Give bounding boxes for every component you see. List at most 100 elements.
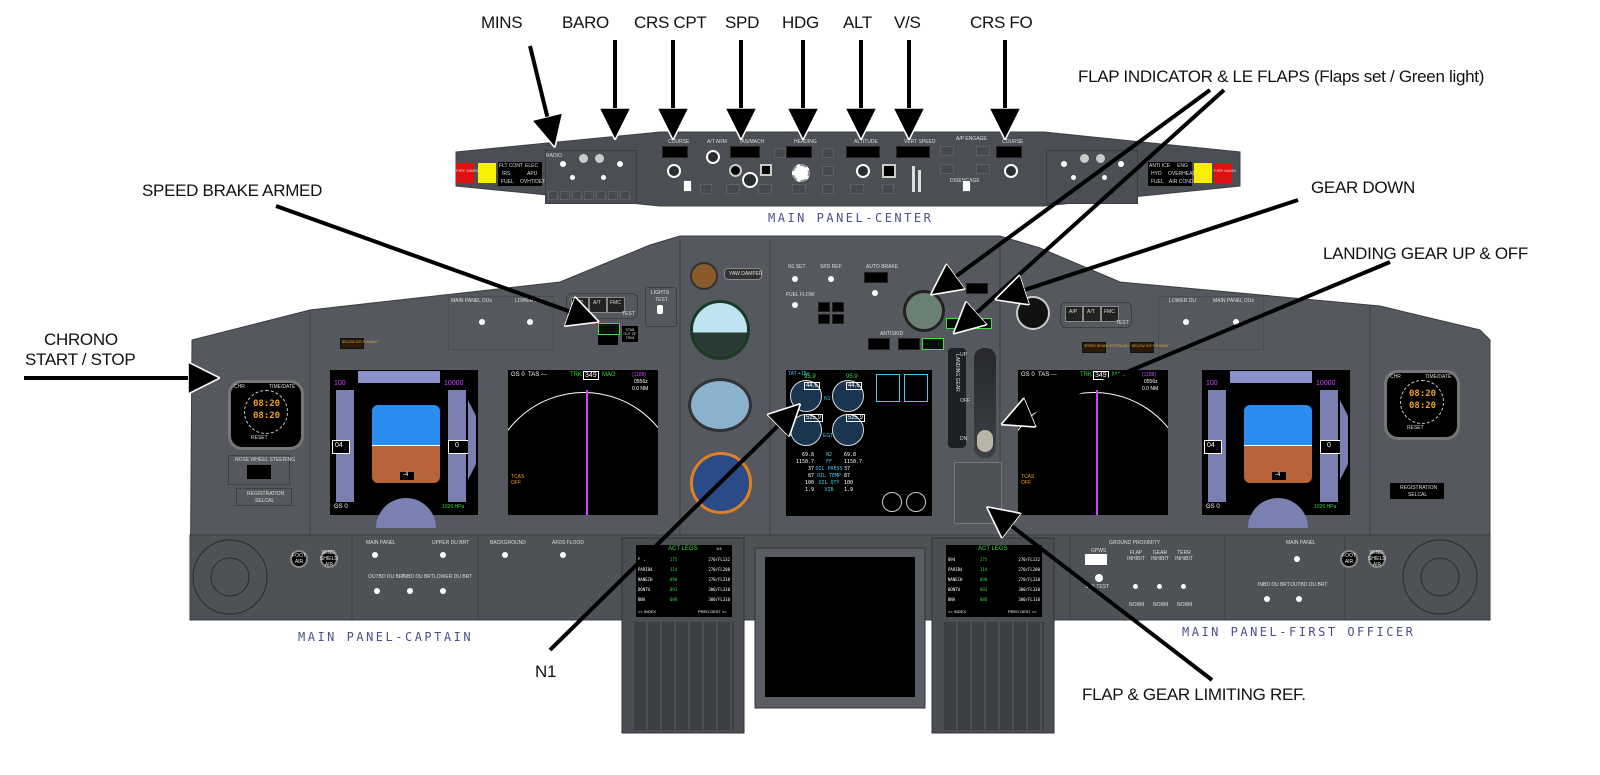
lvl-chg-button[interactable]	[758, 184, 772, 194]
fo-below-gs-light[interactable]: BELOW G/S P-INHIBIT	[1130, 342, 1169, 353]
speed-knob[interactable]	[742, 172, 758, 188]
gear-down-lights-left[interactable]	[946, 318, 968, 329]
upper-du-brt-knob[interactable]	[440, 552, 446, 558]
flap-inhibit-switch[interactable]	[1133, 584, 1138, 589]
n1-set-knob[interactable]	[792, 276, 798, 282]
fo-main-panel-du-selector[interactable]	[1233, 319, 1239, 325]
lnav-button[interactable]	[822, 148, 834, 158]
inbd-du-brt-knob[interactable]	[407, 588, 413, 594]
speed-brake-armed-light[interactable]	[598, 323, 620, 335]
nose-wheel-steering[interactable]: NOSE WHEEL STEERING	[228, 455, 295, 485]
efis-left-mins-knob[interactable]	[560, 161, 566, 167]
main-panel-brightness-knob[interactable]	[372, 552, 378, 558]
cmd-a-button[interactable]	[940, 146, 954, 156]
speed-button[interactable]	[726, 184, 740, 194]
mcp-right-fire-warn[interactable]: FIRE WARN	[1214, 163, 1236, 183]
vor-loc-button[interactable]	[822, 166, 834, 176]
gpws-sys-test-button[interactable]	[1095, 574, 1103, 582]
course-right-knob[interactable]	[1004, 164, 1018, 178]
efis-left-range-knob[interactable]	[601, 175, 606, 180]
ap-disengage-light[interactable]: A/P	[571, 297, 589, 313]
stab-out-of-trim-light[interactable]: STAB OUT OF TRIM	[622, 326, 638, 342]
terr-inhibit-switch[interactable]	[1181, 584, 1186, 589]
clock-dial	[244, 390, 288, 434]
fo-brightness-panel: MAIN PANEL INBD DU BRT OUTBD DU BRT	[1228, 538, 1340, 616]
autobrake-selector[interactable]	[872, 290, 878, 296]
fo-foot-air-button[interactable]: FOOT AIR	[1340, 550, 1358, 568]
app-button[interactable]	[822, 184, 834, 194]
fo-main-panel-brightness-knob[interactable]	[1294, 556, 1300, 562]
le-flaps-green-light[interactable]	[922, 338, 944, 350]
hdg-sel-button[interactable]	[792, 184, 806, 194]
callout-mins: MINS	[481, 13, 523, 32]
fo-lower-du-selector[interactable]	[1183, 319, 1189, 325]
background-brightness-knob[interactable]	[502, 552, 508, 558]
captain-windshield-air-button[interactable]: WIND-SHIELD AIR	[319, 550, 339, 568]
gear-down-lights-right[interactable]	[970, 318, 992, 329]
antiskid-light[interactable]	[868, 338, 890, 350]
callout-hdg: HDG	[782, 13, 819, 32]
fo-ap-disengage-light[interactable]: A/P	[1065, 306, 1083, 322]
speed-brake-do-not-arm-light[interactable]	[598, 335, 618, 345]
le-flaps-transit-light[interactable]	[966, 283, 988, 294]
flap-light-left[interactable]	[898, 338, 920, 350]
spd-ref-knob[interactable]	[828, 276, 834, 282]
autobrake-panel: N1 SET SPD REF FUEL FLOW AUTO BRAKE	[786, 262, 902, 326]
altitude-knob[interactable]	[856, 164, 870, 178]
heading-knob[interactable]	[792, 164, 810, 182]
vnav-button[interactable]	[774, 148, 786, 158]
gear-lever-wheel[interactable]	[977, 430, 993, 452]
efis-left-fpv-button[interactable]	[579, 154, 588, 163]
mcp-left-master-caution[interactable]	[478, 163, 496, 183]
lights-test-switch[interactable]: LIGHTS TEST	[645, 287, 677, 327]
efis-left-mtrs-button[interactable]	[595, 154, 604, 163]
alt-hld-button[interactable]	[850, 184, 864, 194]
vs-button[interactable]	[882, 184, 894, 194]
efis-right-mins-knob[interactable]	[1061, 161, 1067, 167]
fmc-disengage-light[interactable]: FMC	[607, 297, 625, 313]
cws-b-button[interactable]	[976, 164, 990, 174]
fo-at-disengage-light[interactable]: A/T	[1083, 306, 1101, 322]
fd-switch-right[interactable]	[962, 180, 971, 192]
at-disengage-light[interactable]: A/T	[589, 297, 607, 313]
captain-du-selector-panel: MAIN PANEL DUs LOWER DU	[448, 296, 554, 350]
cmd-b-button[interactable]	[976, 146, 990, 156]
fo-clock[interactable]: CHR TIME/DATE 08:20 08:20 RESET	[1384, 370, 1460, 440]
gear-inhibit-switch[interactable]	[1157, 584, 1162, 589]
fo-windshield-air-button[interactable]: WIND-SHIELD AIR	[1367, 550, 1387, 568]
mcp-left-fire-warn[interactable]: FIRE WARN	[456, 163, 478, 183]
fuel-flow-switch[interactable]	[792, 302, 798, 308]
lower-du-brt-knob[interactable]	[440, 588, 446, 594]
efis-left-mode-knob[interactable]	[570, 175, 575, 180]
fo-speed-brake-extended-light[interactable]: SPEED BRAKE EXTENDED	[1082, 342, 1129, 353]
captain-clock[interactable]: CHR TIME/DATE 08:20 08:20 RESET	[228, 380, 304, 450]
n1-button[interactable]	[700, 184, 712, 194]
afds-flood-knob[interactable]	[560, 552, 566, 558]
gpws-light[interactable]	[1085, 554, 1107, 565]
efis-right-fpv-button[interactable]	[1080, 154, 1089, 163]
at-arm-switch[interactable]	[706, 150, 720, 164]
outbd-du-brt-knob[interactable]	[374, 588, 380, 594]
course-left-knob[interactable]	[667, 164, 681, 178]
vs-thumbwheel[interactable]	[912, 166, 915, 192]
main-panel-du-selector[interactable]	[479, 319, 485, 325]
fd-switch-left[interactable]	[683, 180, 692, 192]
alt-intv-button[interactable]	[882, 164, 896, 178]
efis-left-baro-knob[interactable]	[617, 161, 623, 167]
spd-intv-button[interactable]	[760, 164, 772, 176]
captain-pfd: 100 10000 04 -4 0 GS 0 1026 HPa	[330, 370, 478, 528]
fo-outbd-du-brt-knob[interactable]	[1296, 596, 1302, 602]
co-button[interactable]	[729, 164, 742, 177]
landing-gear-lever[interactable]	[974, 348, 996, 458]
lower-du-selector[interactable]	[527, 319, 533, 325]
cws-a-button[interactable]	[940, 164, 954, 174]
cdu-right-keypad[interactable]	[944, 622, 1044, 730]
captain-foot-air-button[interactable]: FOOT AIR	[290, 550, 308, 568]
mcp-right-master-caution[interactable]	[1194, 163, 1212, 183]
efis-right-baro-knob[interactable]	[1118, 161, 1124, 167]
efis-right-mtrs-button[interactable]	[1096, 154, 1105, 163]
fo-inbd-du-brt-knob[interactable]	[1264, 596, 1270, 602]
captain-below-gs-light[interactable]: BELOW G/S P-INHIBIT	[340, 338, 379, 349]
cdu-left-keypad[interactable]	[634, 622, 734, 730]
